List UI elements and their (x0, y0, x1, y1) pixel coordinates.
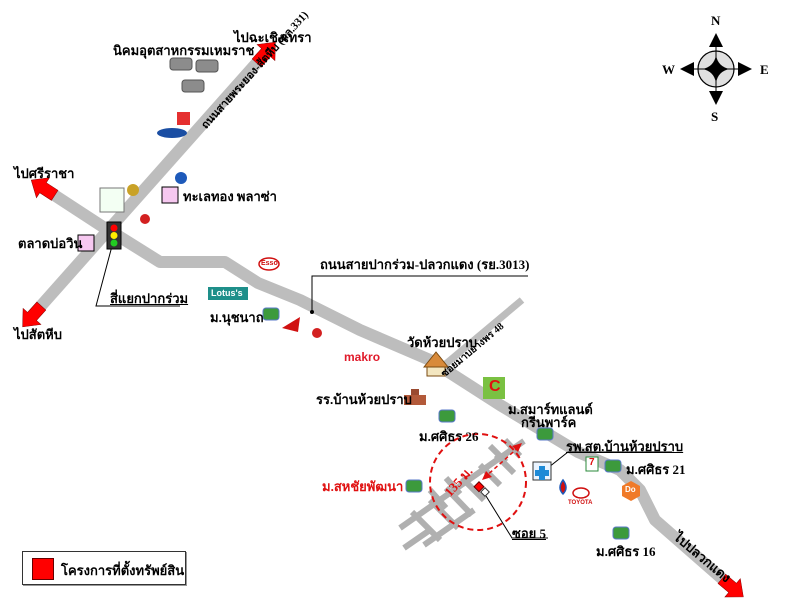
factory-icons (169, 57, 219, 93)
big-c-logo-text: C (489, 378, 501, 395)
lotus-logo-text: Lotus's (211, 288, 243, 298)
plaza-icon (161, 186, 179, 204)
toyota-logo-icon (572, 487, 590, 499)
soi5-leader (485, 495, 548, 539)
robinson-logo-icon (99, 187, 125, 213)
makro-logo-text: makro (344, 350, 381, 364)
arrow-to-chachoengsao (251, 41, 276, 68)
traffic-light-icon (106, 221, 122, 250)
yamaha-logo-icon-2 (312, 328, 322, 338)
legend-project-swatch (32, 558, 54, 580)
highway-331 (27, 53, 267, 320)
label-to-chachoengsao: ไปฉะเชิงเทรา (234, 30, 312, 45)
do-home-logo-text: Do (625, 485, 636, 494)
label-industrial-estate: นิคมอุตสาหกรรมเหมราช (113, 43, 255, 58)
compass-rose-icon (680, 33, 752, 105)
isuzu-logo-icon (177, 112, 190, 125)
legend-project-label: โครงการที่ตั้งทรัพย์สิน (61, 563, 185, 578)
label-moo-sirin-26: ม.ศศิธร 26 (419, 429, 479, 444)
ptt-logo-icon (175, 172, 187, 184)
junction-leader (95, 245, 180, 307)
ford-logo-icon (157, 128, 187, 138)
road-3013-leader (311, 275, 528, 312)
temple-icon (422, 351, 450, 377)
esso-logo-icon (258, 257, 280, 271)
label-moo-sirin-21: ม.ศศิธร 21 (626, 462, 686, 477)
compass-east: E (760, 62, 769, 77)
label-soi-5: ซอย 5 (512, 526, 546, 541)
toyota-logo-text: TOYOTA (568, 500, 593, 506)
housing-icons (262, 307, 630, 540)
lotus-logo-icon (208, 287, 248, 300)
arrow-to-pluak-daeng (717, 573, 744, 598)
do-home-logo-icon (622, 481, 640, 501)
radius-circle (429, 433, 527, 531)
honda-logo-icon (282, 317, 300, 332)
project-marker (473, 481, 490, 497)
esso-logo-text: Esso (261, 260, 278, 267)
ptt-drop-icon (559, 478, 567, 496)
compass-west: W (662, 62, 675, 77)
label-moo-sahachai: ม.สหชัยพัฒนา (322, 479, 404, 494)
label-wat-huai-prab: วัดห้วยปราบ (407, 335, 478, 350)
school-icon (404, 389, 426, 405)
radius-arrowhead-in (482, 471, 492, 480)
label-health-center: รพ.สต.บ้านห้วยปราบ (566, 439, 684, 454)
label-moo-sirin-16: ม.ศศิธร 16 (596, 544, 656, 559)
label-pak-ruam-junction: สี่แยกปากร่วม (110, 291, 189, 306)
bank-logo-icon (127, 184, 139, 196)
radius-arrowhead-out (512, 443, 522, 452)
label-smart-land-2: กรีนพาร์ค (521, 415, 577, 430)
arrow-to-sriracha (30, 177, 59, 201)
yamaha-logo-icon (140, 214, 150, 224)
big-c-logo-icon (483, 377, 505, 399)
label-smart-land-1: ม.สมาร์ทแลนด์ (508, 402, 593, 417)
map-legend: โครงการที่ตั้งทรัพย์สิน (22, 551, 186, 585)
health-center-leader (543, 451, 672, 472)
side-road-soi-48 (433, 297, 525, 375)
label-school-huai-prab: รร.บ้านห้วยปราบ (316, 392, 412, 407)
label-to-sriracha: ไปศรีราชา (14, 166, 75, 181)
market-icon (77, 234, 95, 252)
seven-eleven-logo-text: 7 (589, 457, 595, 468)
arrow-to-sattahip (22, 301, 47, 328)
compass-south: S (711, 109, 719, 124)
radius-arrow (483, 445, 521, 479)
label-moo-nuchanat: ม.นุชนาถ (210, 310, 264, 325)
compass-north: N (711, 13, 721, 28)
label-road-3013: ถนนสายปากร่วม-ปลวกแดง (รย.3013) (320, 257, 530, 272)
seven-eleven-logo-icon (585, 456, 599, 472)
soi-network (398, 437, 526, 551)
label-talay-thong-plaza: ทะเลทอง พลาซ่า (183, 189, 277, 204)
label-to-sattahip: ไปสัตหีบ (14, 327, 62, 342)
label-bo-win-market: ตลาดบ่อวิน (18, 236, 83, 251)
